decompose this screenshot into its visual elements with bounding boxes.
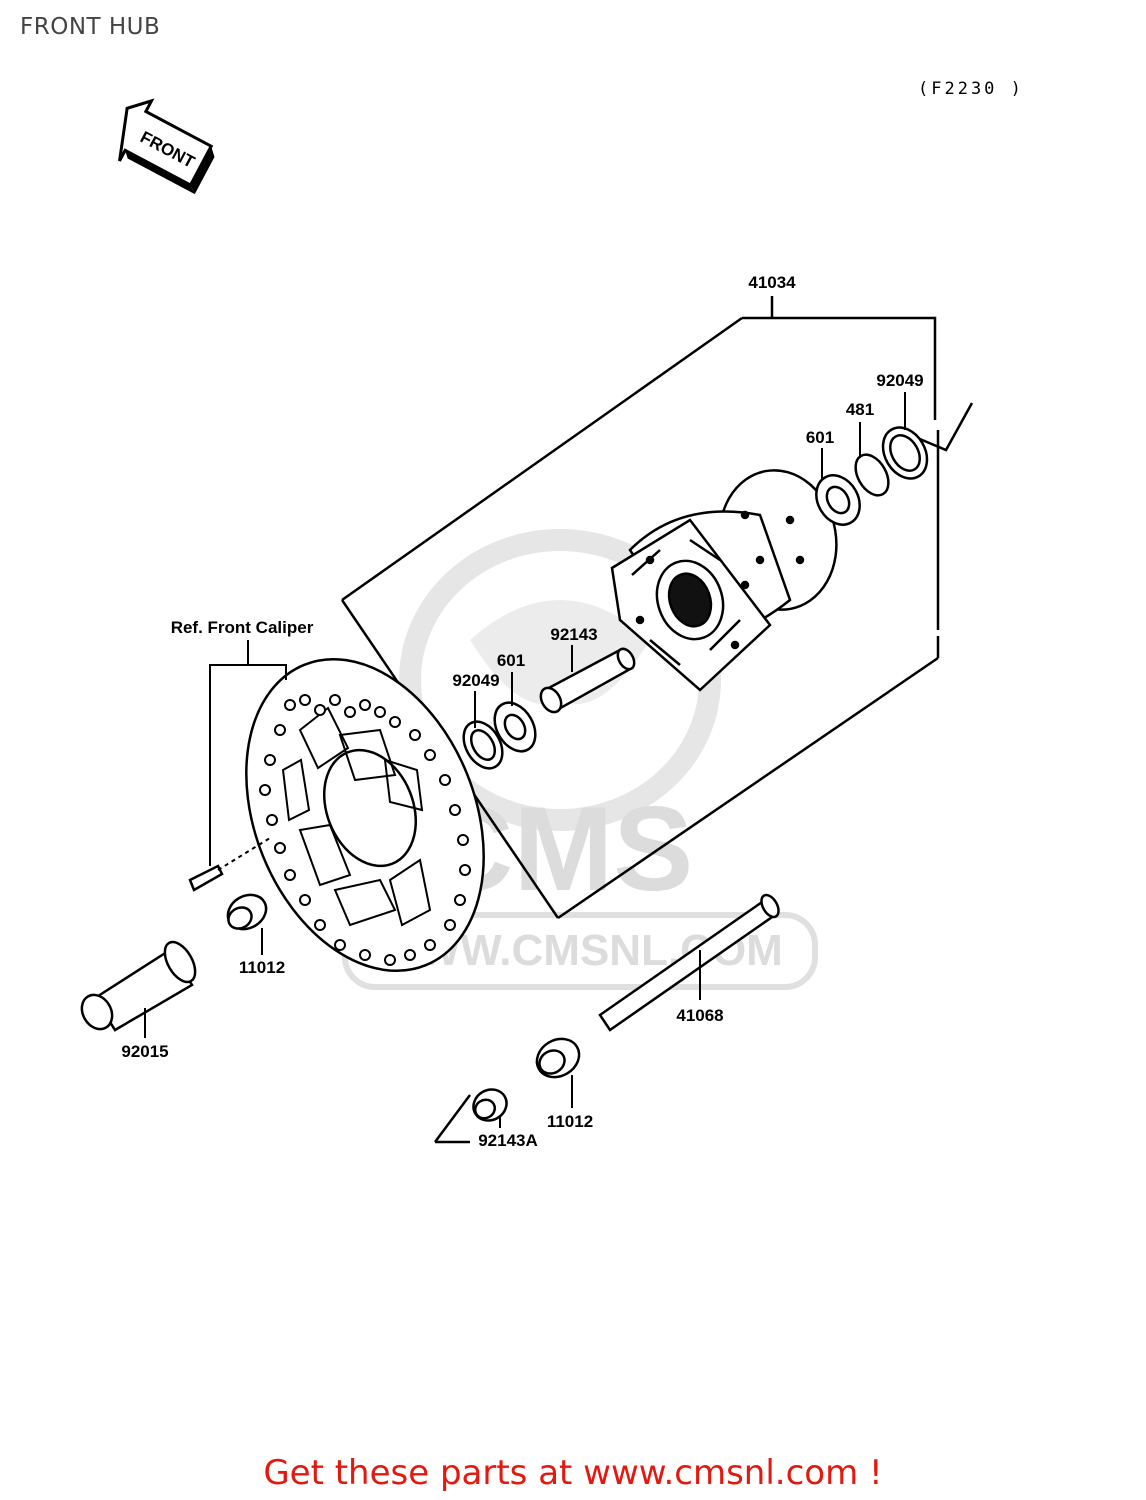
hub-body [610, 469, 838, 692]
front-arrow-icon: FRONT [118, 98, 215, 195]
footer-link[interactable]: Get these parts at www.cmsnl.com ! [263, 1453, 883, 1493]
assembly-bracket [340, 296, 974, 1144]
part-label: 41034 [748, 273, 796, 292]
part-label: 11012 [239, 958, 285, 977]
part-label: 601 [806, 428, 834, 447]
part-label: 11012 [547, 1112, 593, 1131]
part-label: 601 [497, 651, 525, 670]
part-label: 92049 [876, 371, 923, 390]
part-label: 481 [846, 400, 874, 419]
part-label: Ref. Front Caliper [171, 618, 314, 637]
leader-lines [144, 392, 906, 1128]
part-labels: 41034 92049 481 601 92143 601 92049 Ref.… [121, 273, 923, 1150]
part-label: 92143 [550, 625, 597, 644]
part-label: 92143A [478, 1131, 538, 1150]
part-label: 92049 [452, 671, 499, 690]
page-title: FRONT HUB [20, 14, 161, 40]
part-label: 92015 [121, 1042, 168, 1061]
figure-code: (F2230 ) [918, 79, 1024, 99]
brake-disc [245, 657, 485, 973]
hub-components [80, 426, 929, 1122]
part-label: 41068 [676, 1006, 723, 1025]
